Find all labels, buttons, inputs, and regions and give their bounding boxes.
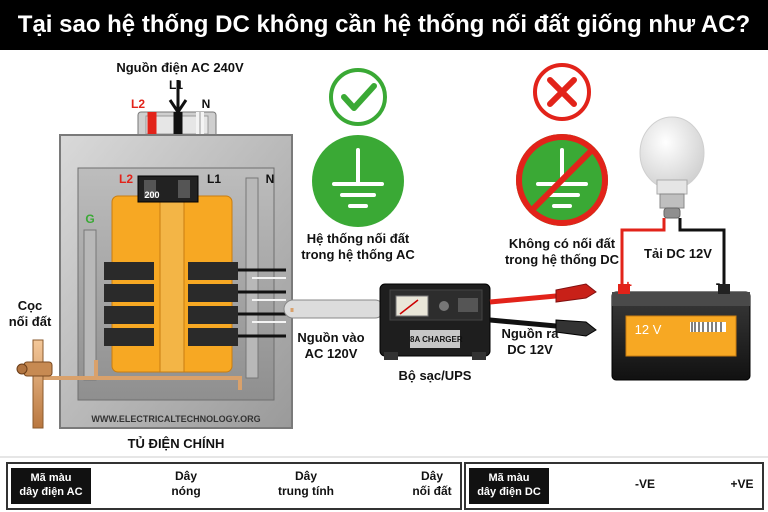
dc-neg-label: -VE	[634, 477, 655, 491]
breaker-row-2	[104, 284, 238, 302]
battery-voltage-label: 12 V	[634, 322, 662, 337]
charger-face-label: 8A CHARGER	[410, 335, 463, 344]
load-positive-wire	[620, 218, 666, 294]
ac-ground-label-1: Hệ thống nối đất	[306, 231, 410, 246]
breaker-row-4	[104, 328, 238, 346]
output-label-2: DC 12V	[507, 342, 553, 357]
ac-neutral-label-1: Dây	[294, 469, 317, 483]
charger-label: Bộ sạc/UPS	[398, 368, 472, 383]
input-label-1: Nguồn vào	[297, 330, 365, 345]
dc-legend-key-line-2: dây điện DC	[477, 486, 541, 498]
ac-ground-label-2: trong hệ thống AC	[301, 247, 415, 262]
dc-no-ground-label-1: Không có nối đất	[508, 236, 616, 251]
output-label-1: Nguồn ra	[501, 326, 559, 341]
website-label: WWW.ELECTRICALTECHNOLOGY.ORG	[91, 414, 261, 424]
g-panel-label: G	[85, 212, 95, 226]
load-negative-wire	[678, 218, 726, 294]
main-panel	[59, 134, 293, 429]
l2-panel-label: L2	[118, 172, 133, 186]
check-icon	[329, 68, 387, 126]
l1-panel-label: L1	[206, 172, 221, 186]
ground-rod-label-1: Cọc	[17, 298, 43, 313]
battery-icon	[611, 284, 751, 381]
ac-ground-legend-label-2: nối đất	[412, 484, 452, 498]
page-title: Tại sao hệ thống DC không cần hệ thống n…	[17, 11, 751, 38]
l1-top-label: L1	[168, 78, 183, 92]
breaker-row-3	[104, 306, 238, 324]
battery-minus-label: -	[715, 275, 721, 291]
battery-plus-label: +	[623, 277, 633, 293]
ac-neutral-label-2: trung tính	[278, 484, 334, 498]
input-label-2: AC 120V	[304, 346, 358, 361]
dc-legend-key: Mã màu dây điện DC	[469, 468, 549, 504]
dc-legend: Mã màu dây điện DC -VE +VE	[464, 462, 764, 510]
title-bar: Tại sao hệ thống DC không cần hệ thống n…	[0, 0, 768, 50]
ac-legend-key: Mã màu dây điện AC	[11, 468, 91, 504]
no-ground-icon	[516, 134, 608, 226]
dc-pos-label: +VE	[730, 477, 754, 491]
ground-rod	[16, 339, 53, 429]
dc-negative-output-wire	[489, 317, 557, 329]
ground-icon	[312, 135, 404, 227]
n-top-label: N	[201, 97, 211, 111]
ac-hot-label-1: Dây	[174, 469, 197, 483]
light-bulb-icon	[639, 116, 705, 219]
charger-icon	[379, 283, 491, 360]
incoming-arrow	[168, 80, 188, 115]
breaker-rating: 200	[144, 190, 160, 200]
l2-top-label: L2	[130, 97, 145, 111]
dc-legend-key-line-1: Mã màu	[488, 472, 530, 484]
n-panel-label: N	[265, 172, 275, 186]
positive-clamp	[555, 283, 597, 303]
negative-clamp	[555, 319, 597, 337]
ac-hot-label-2: nóng	[171, 484, 201, 498]
dc-no-ground-label-2: trong hệ thống DC	[504, 252, 620, 267]
main-panel-label: TỦ ĐIỆN CHÍNH	[127, 436, 225, 451]
breaker-row-1	[104, 262, 238, 280]
cross-icon	[533, 63, 591, 121]
ac-legend-key-line-2: dây điện AC	[19, 486, 83, 498]
dc-positive-output-wire	[489, 293, 557, 305]
ac-ground-legend-label-1: Dây	[420, 469, 443, 483]
dc-load-label: Tải DC 12V	[644, 246, 712, 261]
ac-input-cable	[283, 299, 385, 319]
ac-legend-key-line-1: Mã màu	[30, 472, 72, 484]
ac-supply-label: Nguồn điện AC 240V	[116, 60, 244, 75]
ground-wire	[38, 360, 242, 390]
ground-rod-label-2: nối đất	[8, 314, 52, 329]
ac-legend: Mã màu dây điện AC Dây nóng Dây trung tí…	[6, 462, 462, 510]
